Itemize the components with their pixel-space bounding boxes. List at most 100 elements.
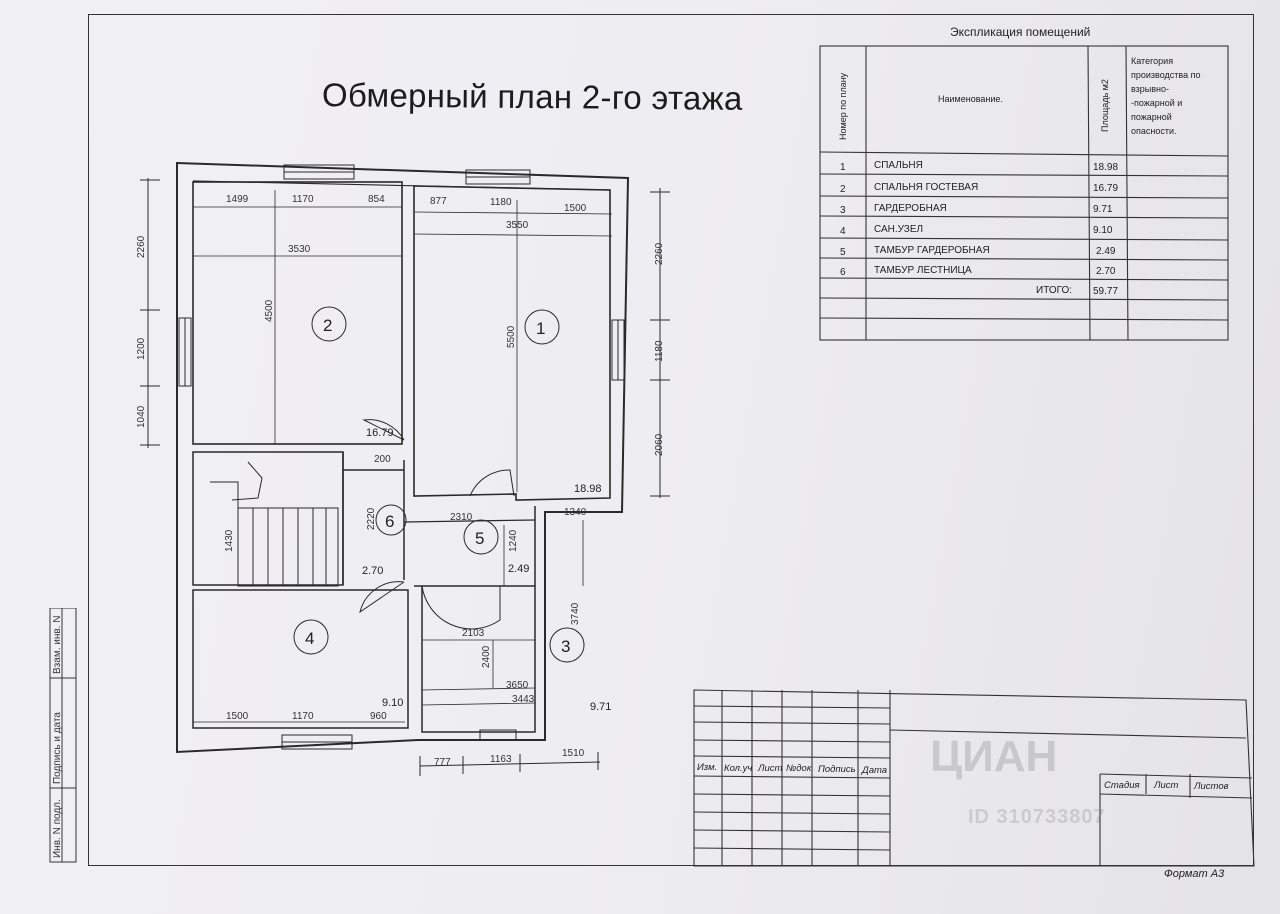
explication-row-name: СПАЛЬНЯ: [874, 160, 923, 171]
dim-text: 1500: [564, 203, 587, 214]
dim-text: 1500: [226, 711, 249, 722]
explication-row-area: 9.10: [1093, 225, 1113, 236]
outer-wall: [176, 161, 630, 754]
room-3-outline: [421, 585, 536, 733]
dim-text: 1180: [654, 340, 665, 362]
dim-text: 2103: [462, 628, 485, 639]
explication-row-num: 2: [840, 184, 846, 195]
dim-text: 1170: [292, 194, 314, 205]
explication-row-area: 2.49: [1096, 246, 1116, 257]
room-area-3: 9.71: [590, 701, 611, 713]
dim-text: 3443: [512, 694, 535, 705]
explication-header-category: Категория: [1131, 56, 1173, 66]
explication-total-value: 59.77: [1093, 286, 1118, 297]
dim-text: 2260: [654, 242, 665, 265]
dim-text: 4500: [264, 299, 275, 322]
dim-text: 1340: [564, 507, 587, 518]
dim-text: 3530: [288, 244, 311, 255]
explication-row-num: 5: [840, 247, 846, 258]
title-block-col: Дата: [861, 765, 887, 776]
dim-text: 1163: [490, 754, 512, 765]
dim-text: 854: [368, 194, 385, 205]
title-block-col: Кол.уч: [724, 763, 752, 774]
dim-text: 1200: [136, 337, 147, 360]
dim-text: 777: [434, 757, 451, 768]
room-number-1: 1: [536, 319, 545, 338]
watermark-logo: ЦИАН: [930, 732, 1058, 781]
dim-text: 1430: [224, 529, 235, 552]
explication-row-name: СПАЛЬНЯ ГОСТЕВАЯ: [874, 182, 978, 193]
explication-title: Экспликация помещений: [950, 25, 1090, 39]
explication-header-category: взрывно-: [1131, 84, 1169, 94]
dim-text: 3650: [506, 680, 529, 691]
explication-row-name: ГАРДЕРОБНАЯ: [874, 203, 947, 214]
explication-header-category: пожарной: [1131, 112, 1172, 122]
dim-text: 200: [374, 454, 391, 465]
side-stamp-label: Взам. инв. N: [52, 616, 63, 674]
explication-header-category: -пожарной и: [1131, 98, 1182, 108]
explication-row-num: 6: [840, 267, 846, 278]
dim-text: 877: [430, 196, 447, 207]
dim-text: 2260: [136, 235, 147, 258]
title-block-col: №док: [786, 763, 812, 774]
room-4-outline: [192, 589, 409, 729]
room-area-4: 9.10: [382, 697, 403, 709]
dim-text: 5500: [506, 325, 517, 348]
room-number-5: 5: [475, 529, 484, 548]
title-block-col: Подпись: [818, 764, 856, 775]
dim-text: 960: [370, 711, 387, 722]
watermark-id: ID 310733807: [968, 806, 1106, 828]
dim-text: 1180: [490, 197, 512, 208]
room-number-4: 4: [305, 629, 314, 648]
format-label: Формат А3: [1164, 868, 1225, 880]
explication-row-area: 9.71: [1093, 204, 1113, 215]
title-block-col: Изм.: [697, 762, 717, 773]
explication-row-name: САН.УЗЕЛ: [874, 224, 923, 235]
room-area-5: 2.49: [508, 563, 529, 575]
title-block: [693, 689, 1255, 867]
room-area-1: 18.98: [574, 483, 602, 495]
explication-table: [819, 45, 1229, 341]
explication-row-name: ТАМБУР ГАРДЕРОБНАЯ: [874, 245, 990, 256]
room-number-2: 2: [323, 316, 332, 335]
dim-text: 2220: [366, 507, 377, 530]
explication-total-label: ИТОГО:: [1036, 285, 1072, 296]
explication-row-num: 1: [840, 162, 846, 173]
dim-text: 3740: [570, 602, 581, 625]
room-number-6: 6: [385, 512, 394, 531]
title-block-right-col: Стадия: [1104, 780, 1140, 791]
room-number-3: 3: [561, 637, 570, 656]
explication-row-num: 4: [840, 226, 846, 237]
title-block-right-col: Листов: [1193, 781, 1229, 792]
title-block-right-col: Лист: [1153, 780, 1179, 791]
side-stamp: Инв. N подл. Подпись и дата Взам. инв. N: [49, 608, 77, 863]
explication-row-num: 3: [840, 205, 846, 216]
explication-row-name: ТАМБУР ЛЕСТНИЦА: [874, 265, 972, 276]
dim-text: 1170: [292, 711, 314, 722]
side-stamp-label: Подпись и дата: [52, 712, 63, 784]
drawing-frame: [88, 14, 1254, 866]
dim-text: 1240: [508, 529, 519, 552]
explication-row-area: 16.79: [1093, 183, 1118, 194]
dim-text: 2310: [450, 512, 473, 523]
explication-row-area: 2.70: [1096, 266, 1116, 277]
room-area-6: 2.70: [362, 565, 383, 577]
explication-header-category: производства по: [1131, 70, 1200, 80]
dim-text: 2060: [654, 433, 665, 456]
explication-header-category: опасности.: [1131, 126, 1177, 136]
explication-header-name: Наименование.: [938, 94, 1003, 104]
room-area-2: 16.79: [366, 427, 394, 439]
title-block-col: Лист: [757, 763, 783, 774]
room-2-outline: [192, 181, 403, 445]
side-stamp-label: Инв. N подл.: [52, 799, 63, 858]
dim-text: 2400: [481, 645, 492, 668]
explication-header-area: Площадь м2: [1100, 79, 1110, 132]
room-1-outline: [413, 185, 611, 501]
explication-header-num: Номер по плану: [838, 72, 848, 140]
dim-text: 1510: [562, 748, 585, 759]
dim-text: 1499: [226, 194, 249, 205]
dim-text: 3550: [506, 220, 529, 231]
explication-row-area: 18.98: [1093, 162, 1118, 173]
